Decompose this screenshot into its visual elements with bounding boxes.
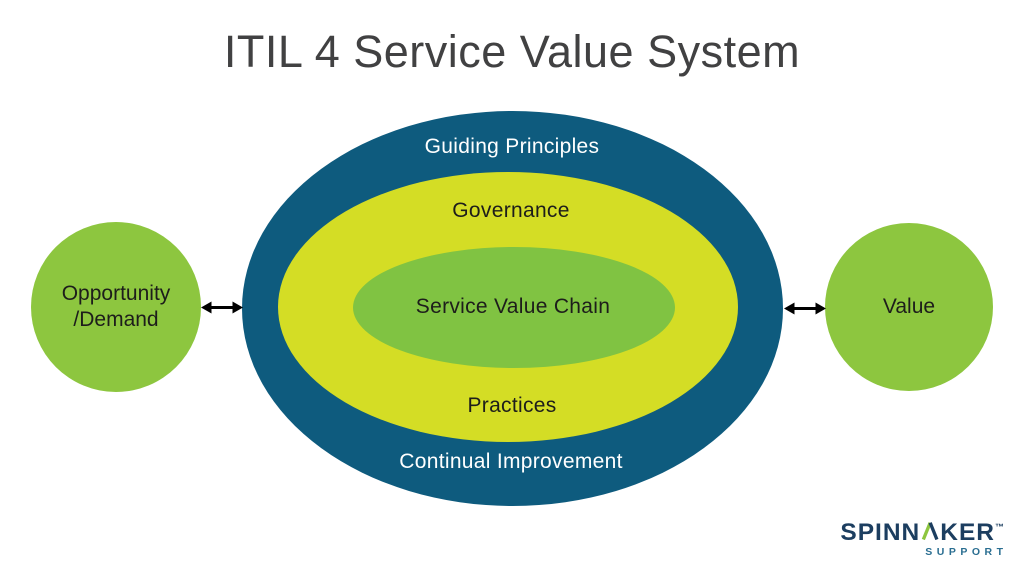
value-circle: Value: [825, 223, 993, 391]
spinnaker-a-icon: [922, 522, 939, 541]
bidirectional-arrow-icon-right: [784, 302, 826, 315]
opportunity-demand-circle: Opportunity /Demand: [31, 222, 201, 392]
demand-line: /Demand: [73, 308, 159, 331]
value-label: Value: [882, 295, 936, 319]
logo-text-ker: KER: [940, 518, 995, 546]
logo-wordmark: SPINN KER™: [840, 518, 1004, 546]
guiding-principles-label: Guiding Principles: [424, 135, 600, 158]
opportunity-line: Opportunity: [61, 282, 171, 306]
practices-label: Practices: [467, 394, 557, 417]
logo-subtitle: SUPPORT: [925, 546, 1008, 558]
service-value-chain-label: Service Value Chain: [415, 295, 611, 318]
bidirectional-arrow-icon-left: [201, 301, 243, 314]
governance-label: Governance: [452, 199, 570, 222]
spinnaker-support-logo: SPINN KER™ SUPPORT: [840, 518, 1008, 558]
inner-ellipse-service-value-chain: [353, 247, 675, 368]
page-title: ITIL 4 Service Value System: [223, 26, 801, 77]
logo-text-spinn: SPINN: [840, 518, 921, 546]
opportunity-demand-label: Opportunity /Demand: [62, 281, 171, 332]
trademark-symbol: ™: [995, 521, 1004, 532]
continual-improvement-label: Continual Improvement: [399, 450, 623, 473]
